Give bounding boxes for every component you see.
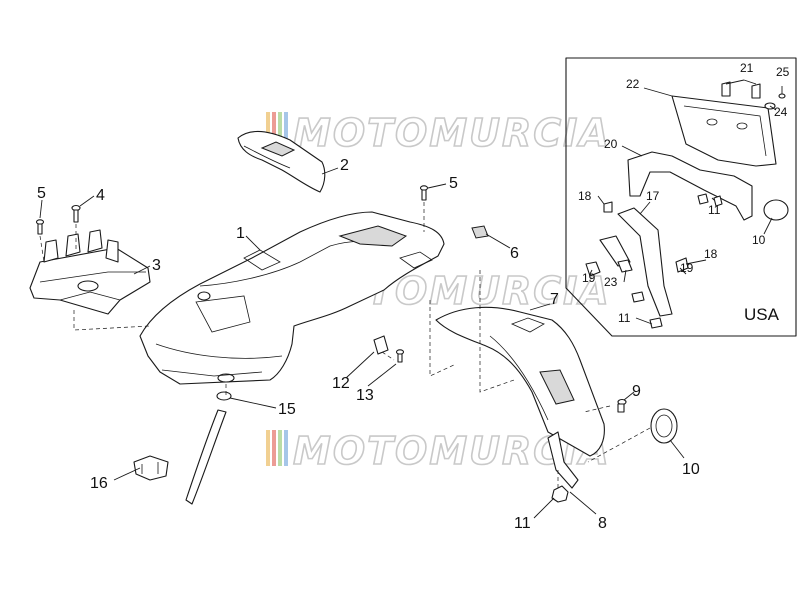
part-8-bracket	[547, 431, 579, 489]
screw-5-left	[35, 219, 45, 235]
leader-lines	[39, 79, 783, 519]
inset-region-label: USA	[744, 305, 780, 324]
callout-10-main: 10	[682, 461, 700, 478]
part-3-tray	[29, 229, 151, 315]
callout-7: 7	[550, 291, 559, 308]
part-6-clip	[471, 225, 489, 239]
callout-11-inset-bottom: 11	[618, 311, 631, 325]
usa-inset: USA	[565, 57, 797, 337]
callout-24: 24	[774, 105, 788, 119]
callout-11-inset-top: 11	[708, 203, 721, 217]
callout-23: 23	[604, 275, 618, 289]
callout-22: 22	[626, 77, 640, 91]
part-9-screw	[617, 398, 627, 413]
callout-19-right: 19	[680, 261, 694, 275]
callout-2: 2	[340, 157, 349, 174]
callout-4: 4	[96, 187, 105, 204]
part-12-clip	[373, 335, 389, 355]
part-11-nut	[551, 485, 569, 503]
callout-11-main: 11	[514, 515, 531, 532]
part-15-hose	[185, 391, 232, 505]
watermark-text: MOTOMURCIA	[293, 111, 611, 155]
callout-12: 12	[332, 375, 350, 392]
callout-5-left: 5	[37, 185, 46, 202]
callout-18-left: 18	[578, 189, 592, 203]
part-10-reflector	[650, 408, 678, 444]
screw-5-right	[419, 185, 429, 201]
callouts: 1 2 3 4 5 5 6 7 8 9 10 10 11 11 11 12 13…	[37, 61, 790, 532]
callout-5-right: 5	[449, 175, 458, 192]
callout-8: 8	[598, 515, 607, 532]
assembly-lines	[39, 202, 651, 488]
part-7-tail-holder	[435, 306, 605, 457]
callout-15: 15	[278, 401, 296, 418]
callout-20: 20	[604, 137, 618, 151]
callout-9: 9	[632, 383, 641, 400]
screw-4	[71, 204, 81, 223]
callout-21: 21	[740, 61, 754, 75]
part-2-flap	[237, 130, 326, 193]
callout-16: 16	[90, 475, 108, 492]
part-1-fender-body	[139, 211, 445, 385]
part-16-bracket	[133, 455, 169, 481]
callout-13: 13	[356, 387, 374, 404]
callout-18-right: 18	[704, 247, 718, 261]
callout-10-inset: 10	[752, 233, 766, 247]
callout-19-left: 19	[582, 271, 596, 285]
callout-6: 6	[510, 245, 519, 262]
watermark-top: MOTOMURCIA	[266, 110, 611, 156]
callout-25: 25	[776, 65, 790, 79]
part-13-screw	[395, 349, 405, 363]
callout-3: 3	[152, 257, 161, 274]
callout-1: 1	[236, 225, 245, 242]
callout-17: 17	[646, 189, 660, 203]
